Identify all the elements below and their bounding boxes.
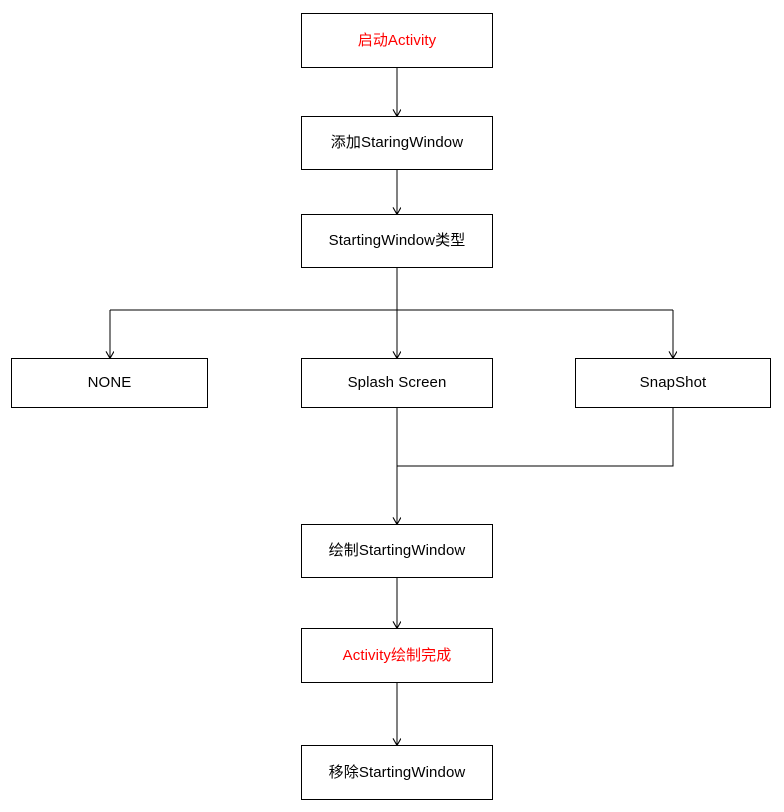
node-activity-drawn[interactable]: Activity绘制完成 [301,628,493,683]
node-label: 绘制StartingWindow [328,542,466,559]
node-add-starting-window[interactable]: 添加StaringWindow [301,116,493,170]
node-remove-starting-window[interactable]: 移除StartingWindow [301,745,493,800]
edge-snapshot-to-merge [397,408,674,467]
node-splash-screen[interactable]: Splash Screen [301,358,493,408]
node-start-activity[interactable]: 启动Activity [301,13,493,68]
node-label: NONE [87,374,132,391]
node-label: 移除StartingWindow [328,763,466,781]
node-none[interactable]: NONE [11,358,208,408]
node-label: StartingWindow类型 [328,232,466,249]
node-starting-window-type[interactable]: StartingWindow类型 [301,214,493,268]
node-label: SnapShot [639,374,707,391]
node-draw-starting-window[interactable]: 绘制StartingWindow [301,524,493,578]
node-snapshot[interactable]: SnapShot [575,358,771,408]
node-label: 添加StaringWindow [330,134,464,151]
node-label: 启动Activity [357,31,437,49]
node-label: Activity绘制完成 [342,646,452,664]
node-label: Splash Screen [347,374,447,391]
